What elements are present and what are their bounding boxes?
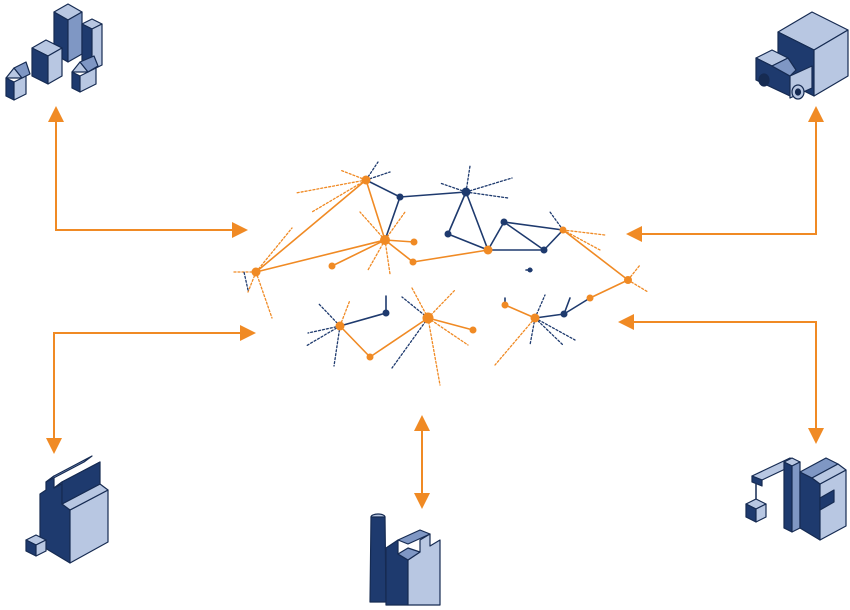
- city-buildings-icon: [5, 3, 103, 101]
- factory-icon: [25, 455, 109, 564]
- connector-hub-to-crane: [618, 314, 824, 444]
- delivery-truck-icon: [755, 11, 849, 100]
- crane-warehouse-icon: [745, 457, 847, 541]
- network-hub-icon: [231, 161, 649, 386]
- connector-truck-to-hub: [626, 106, 824, 242]
- factory-chimney-icon: [369, 513, 441, 606]
- connector-hub-to-factory-left: [46, 325, 256, 454]
- connector-city-to-hub: [48, 106, 248, 238]
